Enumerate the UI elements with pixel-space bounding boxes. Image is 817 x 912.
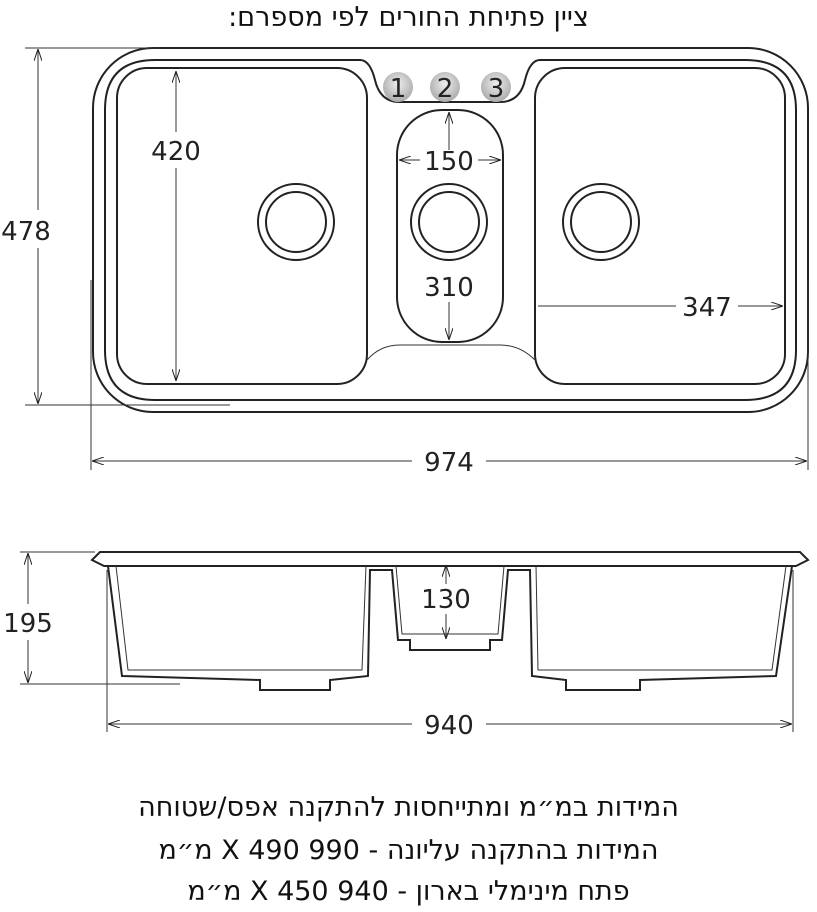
left-bowl xyxy=(116,67,368,385)
diagram-title: ציין פתיחת החורים לפי מספרם: xyxy=(228,2,589,33)
dim-side-depth: 195 xyxy=(3,609,53,639)
note-line-3: פתח מינימלי בארון - 940 X 450 מ״מ xyxy=(187,876,630,907)
dim-middle-depth: 130 xyxy=(421,585,471,615)
dim-middle-width: 150 xyxy=(424,147,474,177)
sink-inner-rim xyxy=(104,59,797,401)
dim-side-width: 940 xyxy=(424,711,474,741)
bridge-line xyxy=(366,344,536,361)
tap-hole-1[interactable]: 1 xyxy=(383,72,413,104)
dim-total-width: 974 xyxy=(424,448,474,478)
dim-middle-length: 310 xyxy=(424,273,474,303)
svg-text:3: 3 xyxy=(488,74,505,104)
drain-left xyxy=(257,183,335,261)
dim-bowl-depth: 420 xyxy=(151,137,201,167)
side-view: 195 130 940 xyxy=(3,551,810,741)
tap-hole-2[interactable]: 2 xyxy=(430,72,460,104)
dim-total-height: 478 xyxy=(1,217,51,247)
svg-text:2: 2 xyxy=(437,74,454,104)
sink-outer-rim xyxy=(92,47,809,413)
note-line-1: המידות במ״מ ומתייחסות להתקנה אפס/שטוחה xyxy=(138,792,679,823)
middle-bowl xyxy=(396,109,504,343)
top-view: 1 2 3 478 420 150 310 347 974 xyxy=(1,47,809,478)
tap-hole-3[interactable]: 3 xyxy=(481,72,511,104)
side-rim xyxy=(90,551,810,567)
drain-middle xyxy=(410,183,488,261)
side-profile xyxy=(107,565,793,691)
right-bowl xyxy=(534,67,786,385)
note-line-2: המידות בהתקנה עליונה - 990 X 490 מ״מ xyxy=(158,835,659,866)
drain-right xyxy=(562,183,640,261)
svg-text:1: 1 xyxy=(390,74,407,104)
dim-right-bowl-width: 347 xyxy=(682,293,732,323)
